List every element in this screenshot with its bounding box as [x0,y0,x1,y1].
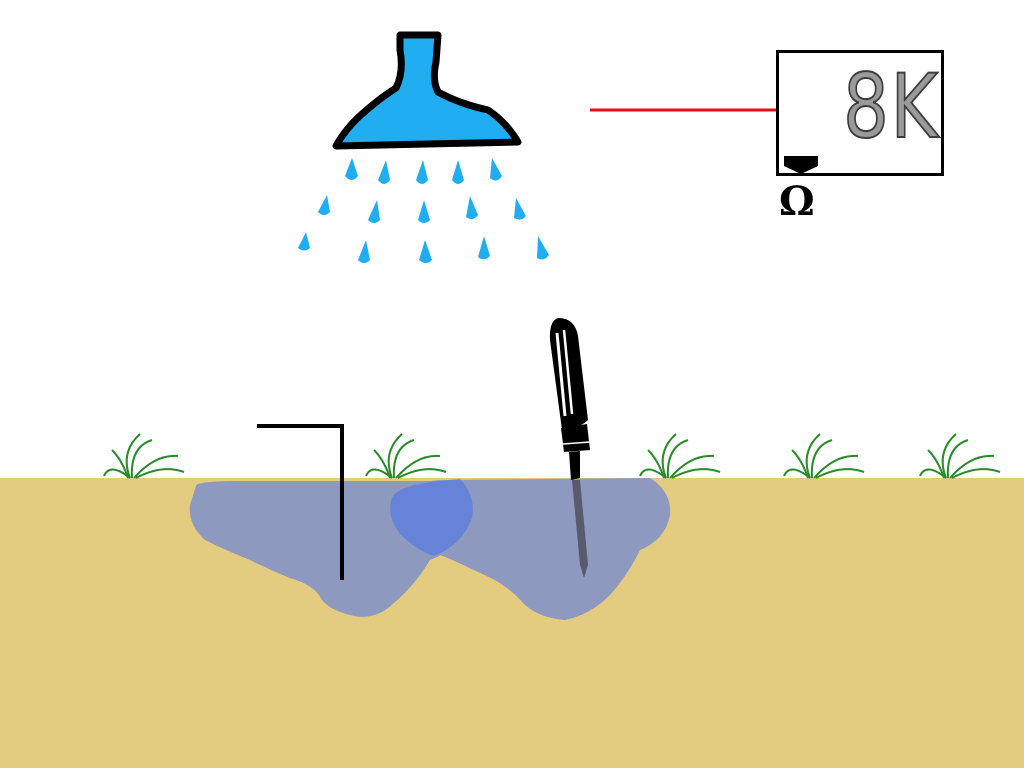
sprinkler-head-icon [332,31,522,150]
grass-tuft-icon [103,433,1001,479]
wet-soil-region [189,478,671,620]
screwdriver-icon [549,318,591,578]
water-drop [514,198,526,220]
grass-tuft-1 [103,433,185,479]
water-drop [416,160,428,184]
meter-unit: Ω [779,178,815,225]
water-drop [345,158,358,180]
meter-display: 8K [776,50,944,176]
wire-probe [257,424,344,580]
meter-reading: 8K [842,55,940,158]
water-drop [318,195,330,215]
grass-tuft-2 [365,433,447,479]
water-drop [418,200,430,223]
grass-tuft-4 [783,433,865,479]
water-drop [452,160,464,184]
grass-tuft-3 [639,433,721,479]
water-drop [358,240,370,263]
wet-patch-overlap [390,479,473,556]
water-drop [466,196,478,220]
water-drop [419,240,432,263]
water-drop [298,232,310,251]
grass-tuft-5 [919,433,1001,479]
water-drop [368,200,380,223]
water-drop [537,236,549,260]
water-drop [378,160,390,184]
water-spray [298,158,549,263]
water-drop [478,236,490,260]
pointer-marker-icon [784,156,818,174]
water-drop [490,158,502,181]
